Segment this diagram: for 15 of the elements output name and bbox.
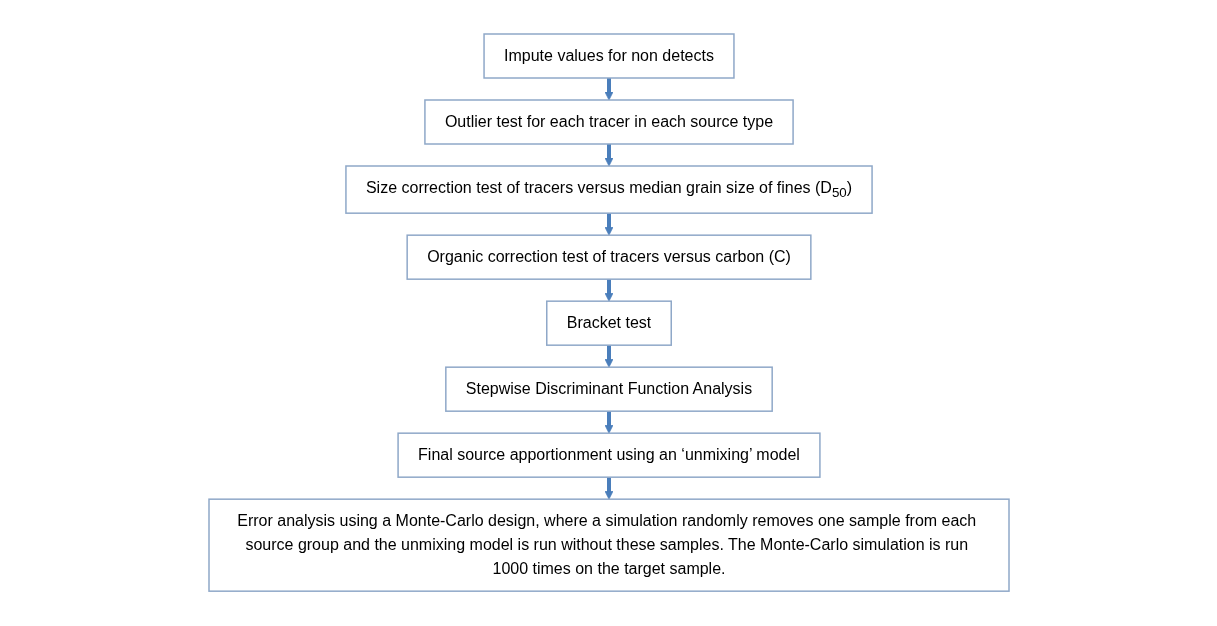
node-box: Stepwise Discriminant Function Analysis <box>444 366 773 413</box>
arrow <box>604 213 613 236</box>
arrow <box>604 477 613 500</box>
arrow <box>604 345 613 368</box>
node-box: Final source apportionment using an ‘unmixing’ model <box>396 432 821 479</box>
node-box: Size correction test of tracers versus median grain size of fines (D$_{50}$) <box>344 165 873 215</box>
node-box: Outlier test for each tracer in each source type <box>423 99 794 146</box>
node-box: Error analysis using a Monte-Carlo design, where a simulation randomly removes one sample from each source group and the unmixing model is run without these samples. The Monte-Carlo simulation is run 1000 times on the target sample. <box>207 498 1010 593</box>
arrow <box>604 78 613 101</box>
node-box: Organic correction test of tracers versus carbon (C) <box>405 234 812 281</box>
arrow <box>604 279 613 302</box>
node-box: Bracket test <box>545 300 672 347</box>
arrow <box>604 411 613 434</box>
arrow <box>604 144 613 167</box>
node-box: Impute values for non detects <box>482 33 735 80</box>
